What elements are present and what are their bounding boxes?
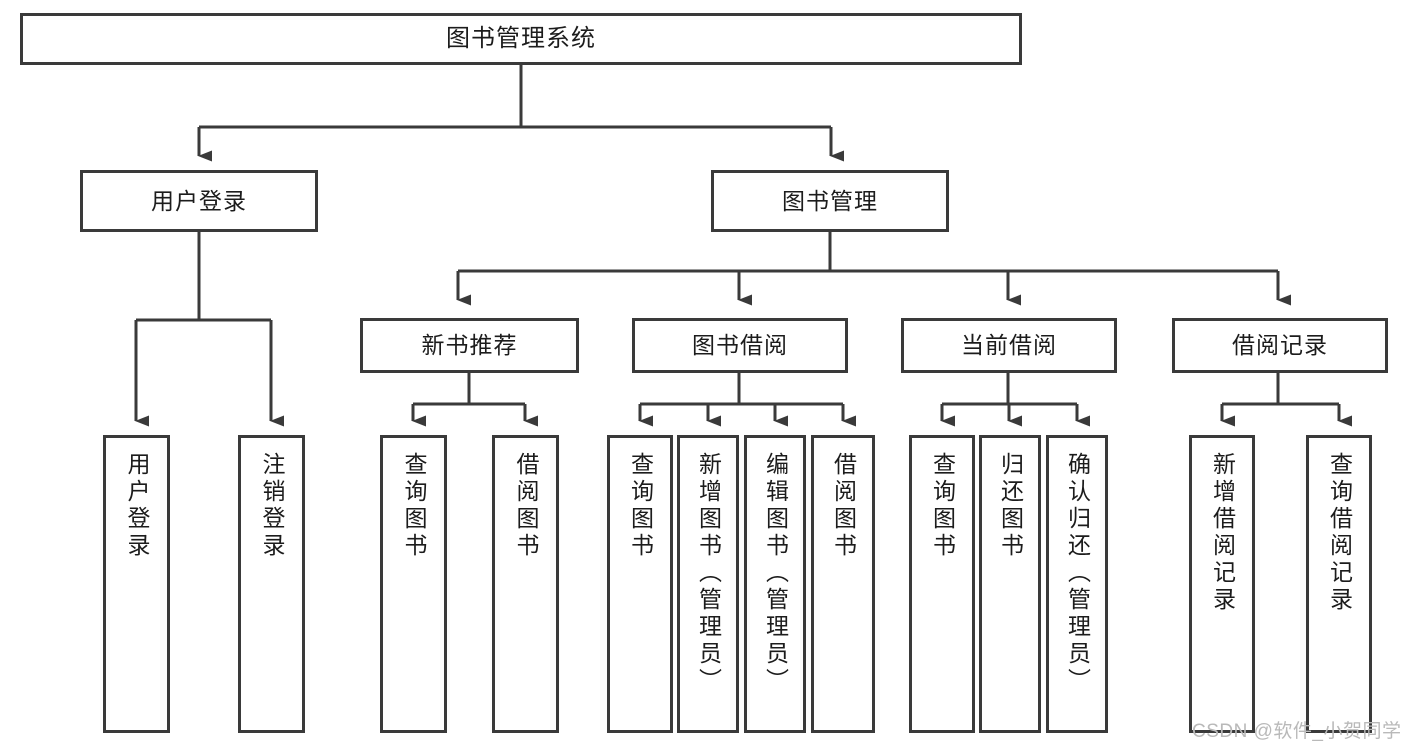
watermark: CSDN @软件_小贺同学 [1192, 721, 1402, 742]
node-label: 图书管理系统 [446, 25, 596, 52]
node-new-book-recommend[interactable]: 新书推荐 [360, 318, 579, 373]
leaf-current-borrow-query[interactable]: 查询图书 [909, 435, 975, 733]
node-label: 查询图书 [627, 452, 654, 560]
node-label: 编辑图书（管理员） [762, 452, 789, 695]
node-label: 当前借阅 [961, 332, 1057, 359]
node-label: 查询图书 [401, 452, 427, 560]
leaf-borrow-record-add[interactable]: 新增借阅记录 [1189, 435, 1255, 733]
leaf-borrow-record-query[interactable]: 查询借阅记录 [1306, 435, 1372, 733]
leaf-book-borrow-edit[interactable]: 编辑图书（管理员） [744, 435, 806, 733]
leaf-book-borrow-borrow[interactable]: 借阅图书 [811, 435, 875, 733]
node-label: 确认归还（管理员） [1064, 452, 1091, 695]
node-label: 新书推荐 [421, 332, 518, 359]
node-label: 注销登录 [259, 452, 285, 560]
node-label: 新增图书（管理员） [695, 452, 722, 695]
node-label: 用户登录 [124, 452, 150, 560]
node-label: 借阅记录 [1232, 332, 1328, 359]
node-label: 用户登录 [151, 187, 247, 214]
leaf-user-login-logout[interactable]: 注销登录 [238, 435, 305, 733]
node-label: 借阅图书 [830, 452, 857, 560]
leaf-current-borrow-return[interactable]: 归还图书 [979, 435, 1041, 733]
node-user-login[interactable]: 用户登录 [80, 170, 318, 232]
leaf-current-borrow-confirm-return[interactable]: 确认归还（管理员） [1046, 435, 1108, 733]
node-label: 新增借阅记录 [1209, 452, 1236, 614]
node-book-management[interactable]: 图书管理 [711, 170, 949, 232]
node-label: 查询图书 [929, 452, 956, 560]
leaf-new-book-query[interactable]: 查询图书 [380, 435, 447, 733]
node-book-borrow[interactable]: 图书借阅 [632, 318, 848, 373]
node-current-borrow[interactable]: 当前借阅 [901, 318, 1117, 373]
node-label: 归还图书 [997, 452, 1024, 560]
node-borrow-record[interactable]: 借阅记录 [1172, 318, 1388, 373]
leaf-book-borrow-query[interactable]: 查询图书 [607, 435, 673, 733]
leaf-book-borrow-add[interactable]: 新增图书（管理员） [677, 435, 739, 733]
node-label: 查询借阅记录 [1326, 452, 1353, 614]
node-root[interactable]: 图书管理系统 [20, 13, 1022, 65]
node-label: 图书借阅 [692, 332, 788, 359]
leaf-user-login-login[interactable]: 用户登录 [103, 435, 170, 733]
node-label: 借阅图书 [513, 452, 539, 560]
node-label: 图书管理 [782, 187, 878, 214]
leaf-new-book-borrow[interactable]: 借阅图书 [492, 435, 559, 733]
